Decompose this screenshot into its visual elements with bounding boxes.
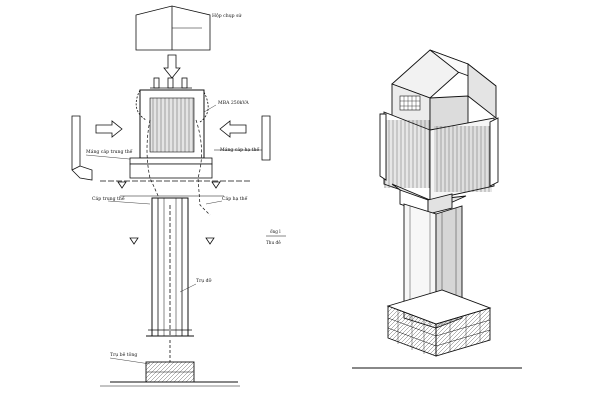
label-cover: Hộp chụp sứ xyxy=(212,12,242,19)
label-transformer: MBA 250kVA xyxy=(218,100,249,106)
label-cable-mv: Cáp trung thế xyxy=(92,195,125,202)
legend-a: ống l xyxy=(270,229,281,234)
platform xyxy=(100,157,250,197)
transformer-tank xyxy=(135,89,209,159)
label-pillar: Trụ đỡ xyxy=(196,277,212,284)
transformer-bushings xyxy=(150,77,192,89)
legend-b: Thu đê xyxy=(266,240,281,245)
cover-box xyxy=(135,5,211,51)
right-arrow xyxy=(219,120,247,138)
label-cable-lv: Cáp hạ thế xyxy=(222,195,248,202)
isometric-drawing xyxy=(352,49,522,369)
label-tray-mv: Máng cáp trung thế xyxy=(86,148,133,155)
iso-cover xyxy=(391,49,497,133)
label-ground: Trụ bê tông xyxy=(110,351,137,358)
label-tray-lv: Máng cáp hạ thế xyxy=(220,146,259,153)
left-arrow xyxy=(95,120,123,138)
elevation-drawing: Hộp chụp sứ MBA 250kVA xyxy=(71,5,286,387)
iso-cable-box xyxy=(399,189,453,215)
foundation xyxy=(100,340,240,387)
cable-tray-right xyxy=(214,115,271,161)
iso-transformer xyxy=(379,111,499,213)
pillar xyxy=(146,197,194,337)
level-markers xyxy=(117,181,221,245)
iso-foundation xyxy=(386,289,492,357)
cable-tray-left xyxy=(71,115,93,181)
down-arrow xyxy=(163,54,181,79)
cable-routes xyxy=(146,119,211,216)
